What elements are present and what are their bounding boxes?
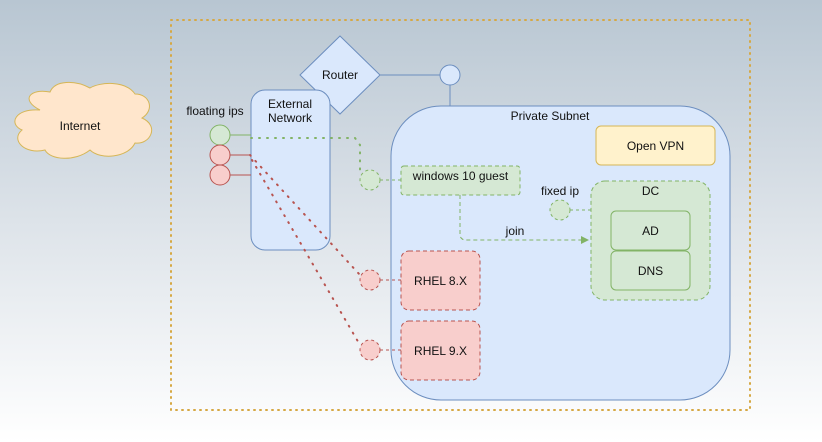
floating-ip-red-1[interactable] (209, 144, 231, 166)
floating-ip-green[interactable] (209, 124, 231, 146)
ad-label: AD (642, 224, 659, 238)
internet-label: Internet (59, 119, 101, 133)
rhel8-port[interactable] (359, 269, 381, 291)
external-network-label-line2: Network (267, 111, 312, 125)
dc-label: DC (641, 184, 660, 198)
dns-node[interactable] (610, 250, 691, 291)
open-vpn-label: Open VPN (626, 139, 685, 153)
dns-label: DNS (637, 264, 664, 278)
external-network[interactable] (250, 89, 331, 251)
open-vpn-node[interactable] (595, 125, 716, 166)
floating-ips-label: floating ips (186, 104, 244, 118)
join-label: join (505, 224, 525, 238)
windows-guest-label: windows 10 guest (412, 169, 509, 183)
rhel9-label: RHEL 9.X (414, 344, 467, 358)
router-label: Router (321, 68, 359, 82)
internet-cloud-icon[interactable] (14, 82, 153, 159)
external-network-label: External Network (255, 97, 325, 125)
rhel8-label: RHEL 8.X (414, 274, 467, 288)
external-network-label-line1: External (267, 97, 313, 111)
floating-ip-red-2[interactable] (209, 164, 231, 186)
rhel9-port[interactable] (359, 339, 381, 361)
fixed-ip-port[interactable] (549, 199, 571, 221)
private-subnet-label: Private Subnet (510, 109, 590, 123)
fixed-ip-label: fixed ip (540, 184, 580, 198)
windows-port[interactable] (359, 169, 381, 191)
cloud-boundary (170, 19, 751, 411)
nat-link-rhel8 (249, 154, 361, 276)
router-port[interactable] (439, 64, 461, 86)
join-arrow (459, 195, 589, 244)
ad-node[interactable] (610, 210, 691, 251)
